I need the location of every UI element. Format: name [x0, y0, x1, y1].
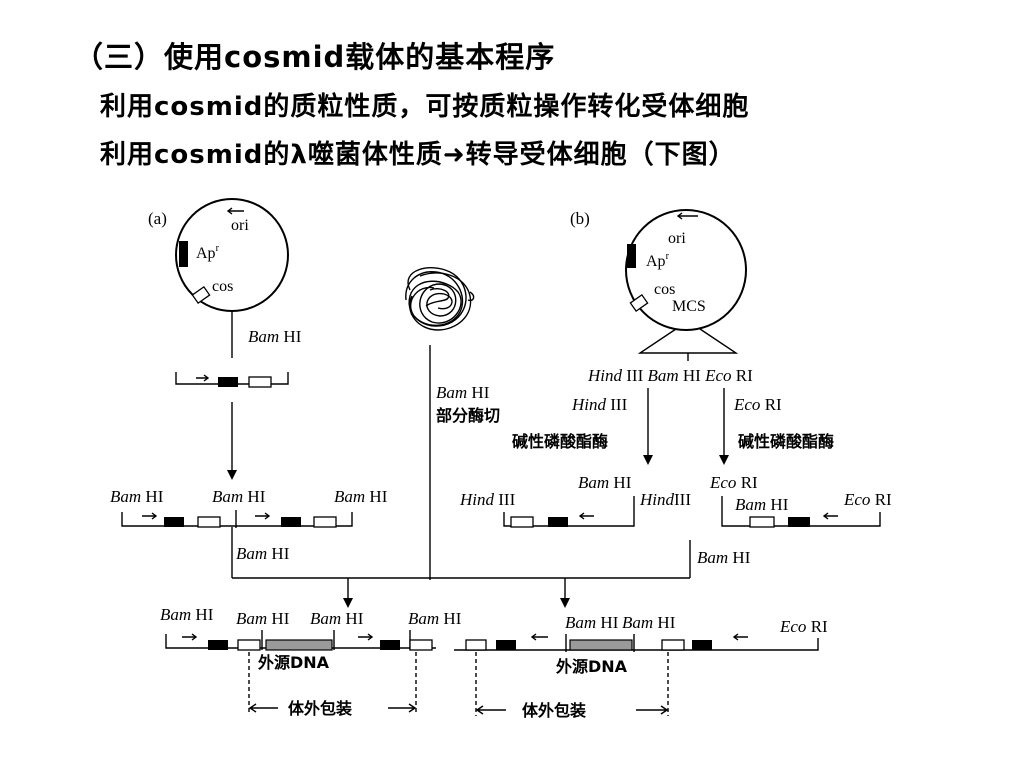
bamhi-right-dimer: Bam HI	[334, 487, 388, 506]
subtitle-line-phage: 利用cosmid的λ噬菌体性质➜转导受体细胞（下图）	[100, 140, 736, 170]
bamhi-lig-b-2: Bam HI	[622, 613, 676, 632]
subtitle-line-plasmid: 利用cosmid的质粒性质，可按质粒操作转化受体细胞	[100, 92, 750, 122]
fragment-bamhi-ecori	[721, 496, 881, 528]
bamhi-lig-a-4: Bam HI	[408, 609, 462, 628]
ecori-frag-right-end: Eco RI	[843, 490, 892, 509]
ampr-gene-b	[627, 244, 636, 268]
ampr-label-b: Apr	[646, 251, 670, 270]
ecori-lig-b: Eco RI	[779, 617, 828, 636]
foreign-dna-label-a: 外源DNA	[257, 653, 330, 672]
bamhi-frag-left: Bam HI	[578, 473, 632, 492]
ligation-product-a	[165, 630, 436, 651]
bamhi-mid-dimer: Bam HI	[212, 487, 266, 506]
packaging-label-b: 体外包装	[522, 701, 586, 720]
cosmid-a-map: ori Apr cos	[175, 198, 289, 312]
panel-b-label: (b)	[570, 209, 590, 228]
ampr-gene-a	[179, 241, 188, 267]
hindiii-digest-label: Hind III	[571, 395, 628, 414]
ecori-frag-left-end: Eco RI	[709, 473, 758, 492]
cosmid-b-map: ori Apr cos MCS	[625, 209, 747, 331]
foreign-dna-label-b: 外源DNA	[555, 657, 628, 676]
linear-cosmid-a	[175, 372, 289, 388]
cos-label-b: cos	[654, 281, 675, 298]
phosphatase-label-right: 碱性磷酸酯酶	[738, 432, 834, 451]
bamhi-partial-label: Bam HI	[436, 383, 490, 402]
bamhi-dimer-digest: Bam HI	[236, 544, 290, 563]
ampr-label-a: Apr	[196, 243, 220, 262]
bamhi-lig-a-2: Bam HI	[236, 609, 290, 628]
cos-label-a: cos	[212, 278, 233, 295]
panel-a-label: (a)	[148, 209, 167, 228]
bamhi-merge-label: Bam HI	[697, 548, 751, 567]
cosmid-dimer	[121, 510, 353, 528]
mcs-label: MCS	[672, 298, 706, 315]
ligation-product-b	[454, 633, 819, 652]
ori-label-b: ori	[668, 230, 686, 247]
bamhi-lig-a-3: Bam HI	[310, 609, 364, 628]
cos-site-a	[191, 285, 211, 305]
genomic-dna-tangle	[405, 267, 475, 331]
packaging-label-a: 体外包装	[288, 699, 352, 718]
phosphatase-label-left: 碱性磷酸酯酶	[512, 432, 608, 451]
hindiii-frag-right-end: HindIII	[639, 490, 691, 509]
ori-label-a: ori	[231, 217, 249, 234]
partial-digest-label: 部分酶切	[436, 406, 500, 425]
fragment-hindiii-bamhi	[503, 496, 635, 528]
bamhi-left-dimer: Bam HI	[110, 487, 164, 506]
mcs-sites: Hind III Bam HI Eco RI	[587, 366, 753, 385]
bamhi-frag-right: Bam HI	[735, 495, 789, 514]
slide-title: （三）使用cosmid载体的基本程序	[74, 40, 556, 74]
foreign-dna-insert-b	[569, 639, 633, 651]
bamhi-digest-a: Bam HI	[248, 327, 302, 346]
bamhi-lig-a-1: Bam HI	[160, 605, 214, 624]
ecori-digest-label: Eco RI	[733, 395, 782, 414]
foreign-dna-insert-a	[265, 639, 333, 651]
hindiii-frag-left-end: Hind III	[459, 490, 516, 509]
cos-site-b	[629, 293, 649, 313]
bamhi-lig-b-1: Bam HI	[565, 613, 619, 632]
